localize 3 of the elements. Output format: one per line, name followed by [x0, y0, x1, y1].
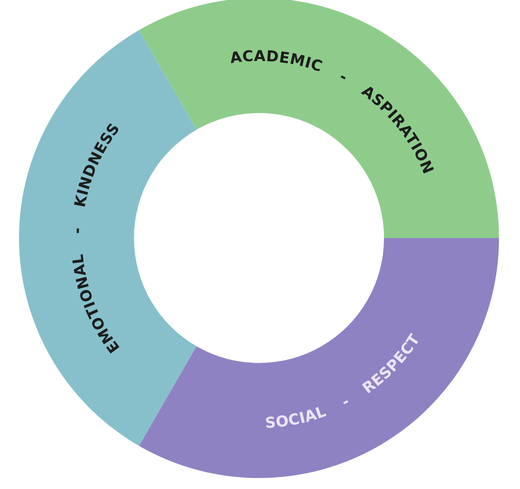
ring-segment — [139, 0, 499, 238]
ring-segment — [139, 238, 499, 478]
ring-segment — [19, 30, 196, 446]
